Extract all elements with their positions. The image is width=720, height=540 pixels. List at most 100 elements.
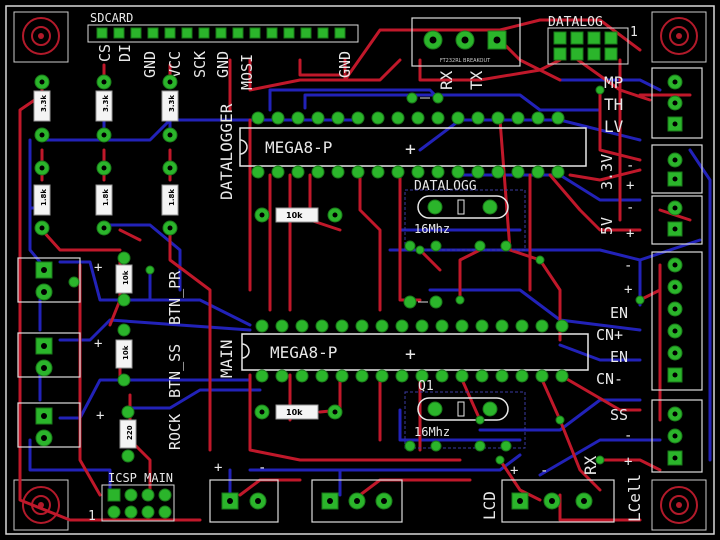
chip-bottom-pins-lower <box>255 369 569 383</box>
resistor-datalog: 10k <box>254 207 343 223</box>
crystal-top-label: DATALOGG <box>414 179 477 194</box>
label-lcell: LCell <box>625 474 644 522</box>
label-en1: EN <box>610 304 628 322</box>
svg-text:10k: 10k <box>286 408 303 417</box>
crystal-bottom: Q1 16Mhz <box>404 379 526 452</box>
connector-5v[interactable] <box>651 195 703 245</box>
svg-text:-: - <box>626 158 634 174</box>
crystal-bottom-label: Q1 <box>418 379 434 394</box>
tripple-connector[interactable] <box>311 479 403 523</box>
chip-top-pins-lower <box>251 165 565 179</box>
chip-bottom-label: MEGA8-P <box>270 343 337 362</box>
sd-pin-sck: SCK <box>191 51 209 78</box>
resistor-r3: 3.3k <box>161 74 179 143</box>
resistor-btn2: 10k <box>115 323 133 387</box>
battery-connector[interactable]: + - <box>209 460 279 523</box>
datalog-header: DATALOG 1 <box>547 15 638 65</box>
mounting-hole-bottom-right <box>651 479 707 531</box>
svg-text:1.8k: 1.8k <box>40 189 48 206</box>
capacitor-top <box>406 92 444 104</box>
uart-header-sub: FT232RL BREAKOUT <box>440 58 491 64</box>
crystal-top-freq: 16Mhz <box>414 222 450 236</box>
resistor-r4: 1.8k <box>33 160 51 236</box>
svg-text:+: + <box>624 454 632 470</box>
label-en2: EN <box>610 348 628 366</box>
svg-text:+: + <box>626 178 634 194</box>
svg-text:-: - <box>258 460 266 476</box>
lcd-connector[interactable]: + - <box>501 463 615 523</box>
chip-top-label: MEGA8-P <box>265 138 332 157</box>
svg-text:+: + <box>96 408 104 424</box>
svg-text:+: + <box>405 344 416 365</box>
svg-text:10k: 10k <box>122 345 130 360</box>
svg-text:1.8k: 1.8k <box>102 189 110 206</box>
sd-pin-cs: CS <box>96 44 114 62</box>
datalog-title: DATALOG <box>548 15 603 30</box>
mounting-hole-top-right <box>651 11 707 63</box>
label-cn-minus: CN- <box>596 370 623 388</box>
label-btn-pr: BTN_PR <box>166 270 184 325</box>
label-cn-plus: CN+ <box>596 326 623 344</box>
svg-text:+: + <box>94 336 102 352</box>
svg-text:1.8k: 1.8k <box>168 189 176 206</box>
label-rock: ROCK <box>166 414 184 450</box>
svg-text:-: - <box>540 463 548 479</box>
resistor-main: 10k <box>254 404 343 420</box>
svg-text:+: + <box>626 226 634 242</box>
sd-pin-gnd3: GND <box>336 51 354 78</box>
connector-mp-th-lv[interactable] <box>651 67 703 139</box>
connector-3v3[interactable] <box>651 144 703 194</box>
sd-pin-vcc: VCC <box>166 51 184 78</box>
svg-text:+: + <box>94 260 102 276</box>
uart-label-rx: RX <box>437 70 456 90</box>
button-connector-pr[interactable] <box>17 257 81 303</box>
svg-text:+: + <box>624 282 632 298</box>
label-mp: MP <box>604 73 623 92</box>
rock-connector[interactable] <box>17 402 81 448</box>
icsp-pin1: 1 <box>88 509 96 524</box>
svg-text:220: 220 <box>126 425 134 440</box>
uart-header: FT232RL BREAKOUT RX TX <box>411 17 521 90</box>
chip-bottom-pins-upper <box>255 319 569 333</box>
icsp-main-header[interactable]: ICSP MAIN 1 <box>88 471 175 524</box>
label-lcd: LCD <box>480 491 499 520</box>
svg-text:3.3k: 3.3k <box>40 95 48 112</box>
mounting-hole-bottom-left <box>13 479 69 531</box>
svg-text:3.3k: 3.3k <box>168 95 176 112</box>
label-btn-ss: BTN_SS <box>166 344 184 398</box>
chip-top-pins-upper <box>251 111 565 125</box>
chip-bottom-mega8: MEGA8-P + <box>241 319 589 383</box>
sd-pin-gnd2: GND <box>214 51 232 78</box>
svg-text:-: - <box>624 428 632 444</box>
connector-motor-controller[interactable] <box>651 251 703 391</box>
resistor-r2: 3.3k <box>95 74 113 143</box>
resistor-r6: 1.8k <box>161 160 179 236</box>
label-3v3: 3.3V <box>598 154 616 190</box>
connector-load-cell[interactable] <box>651 399 703 473</box>
sdcard-pads <box>96 27 346 39</box>
capacitor-middle <box>403 295 443 309</box>
sd-pin-di: DI <box>116 44 134 62</box>
chip-top-side-label: DATALOGGER <box>217 103 236 200</box>
resistor-r5: 1.8k <box>95 160 113 236</box>
svg-text:-: - <box>624 258 632 274</box>
svg-text:10k: 10k <box>286 211 303 220</box>
mounting-hole-top-left <box>13 11 69 63</box>
uart-label-tx: TX <box>467 70 486 90</box>
chip-top-mega8: MEGA8-P + <box>239 111 587 179</box>
button-connector-ss[interactable] <box>17 332 81 378</box>
sd-pin-mosi: MOSI <box>238 54 256 90</box>
crystal-bottom-freq: 16Mhz <box>414 425 450 439</box>
datalog-pin1: 1 <box>630 25 638 40</box>
svg-text:+: + <box>214 460 222 476</box>
resistor-rock: 220 <box>119 405 137 463</box>
label-5v: 5V <box>598 217 616 235</box>
resistor-btn1: 10k <box>115 251 133 307</box>
icsp-main-label: ICSP MAIN <box>108 471 173 485</box>
sdcard-header: SDCARD CS DI GND VCC SCK GND MOSI GND <box>87 11 359 90</box>
label-rx-bottom: RX <box>581 455 600 475</box>
svg-text:+: + <box>510 463 518 479</box>
sd-pin-gnd1: GND <box>141 51 159 78</box>
crystal-top: DATALOGG 16Mhz <box>404 179 526 252</box>
label-lv: LV <box>604 117 624 136</box>
